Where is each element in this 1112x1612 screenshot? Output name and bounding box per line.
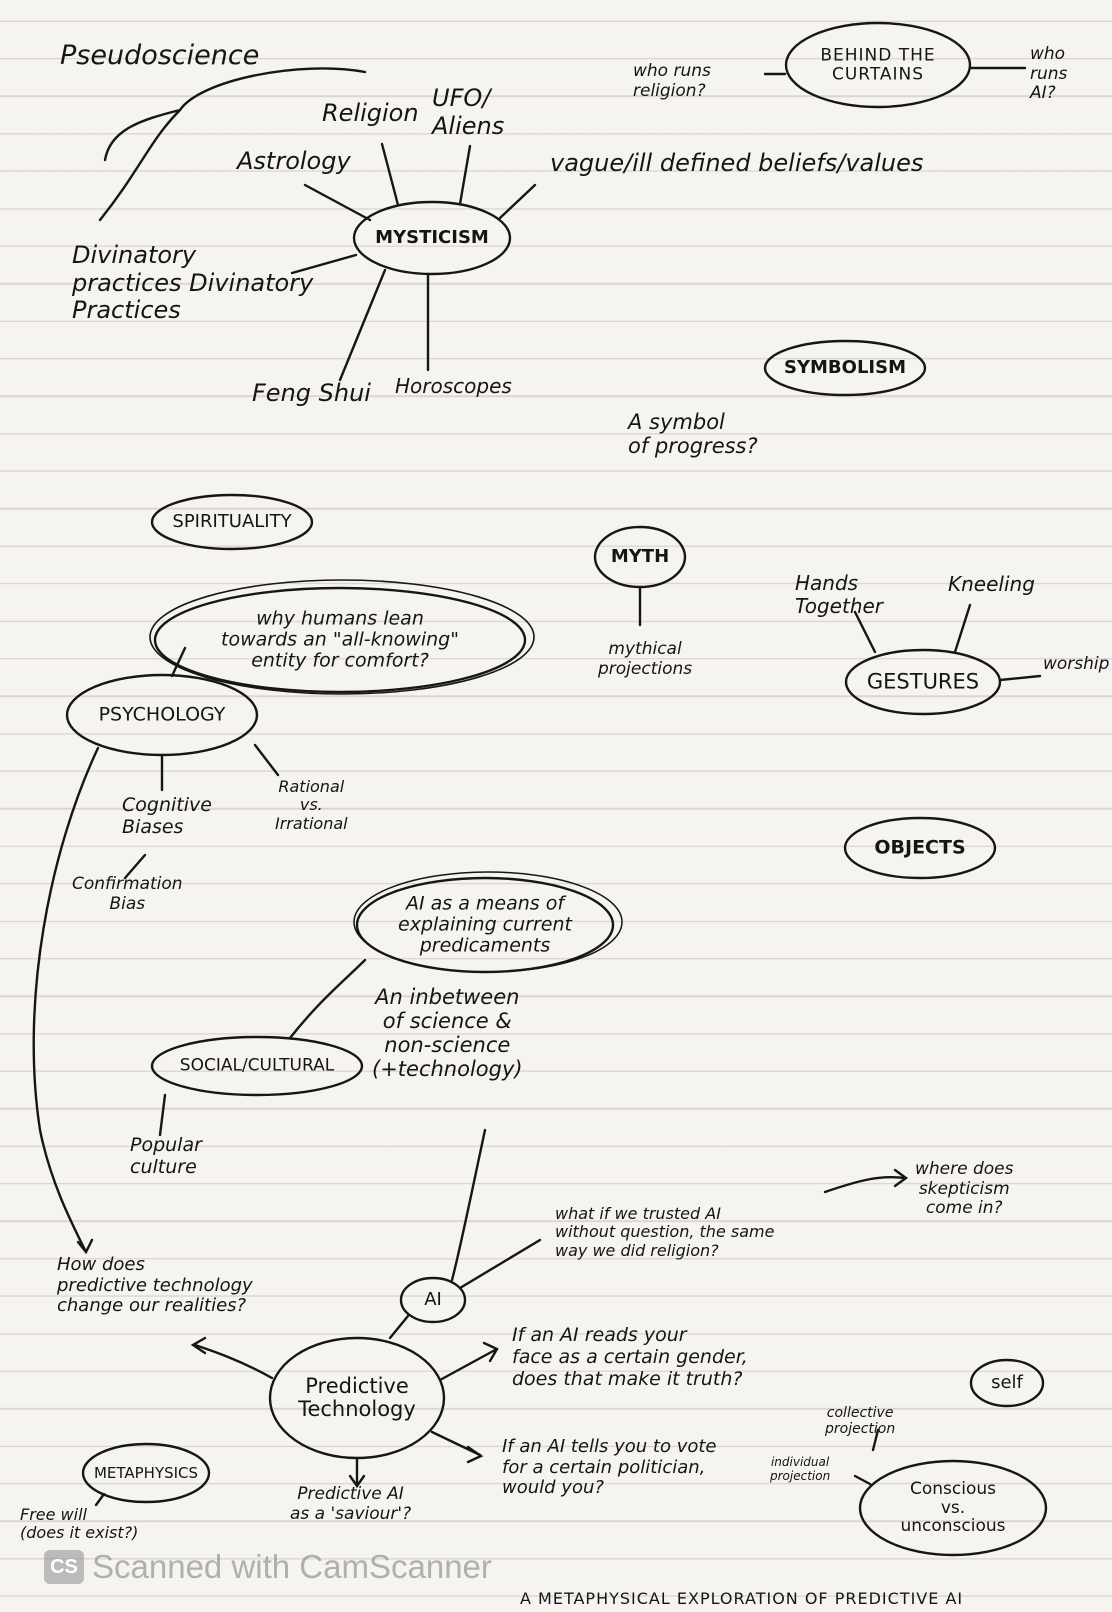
footer-caption: A METAPHYSICAL EXPLORATION OF PREDICTIVE… (520, 1589, 964, 1608)
who-runs-religion: who runs religion? (633, 61, 711, 101)
bubble-conscious (858, 1459, 1048, 1557)
camscanner-logo: CS (44, 1550, 84, 1584)
cognitive-biases: Cognitive Biases (122, 794, 212, 838)
psychology: PSYCHOLOGY (98, 703, 226, 726)
free-will: Free will (does it exist?) (20, 1505, 139, 1543)
mysticism: MYSTICISM (375, 227, 489, 249)
rational-vs-irrational: Rational vs. Irrational (275, 777, 348, 833)
bubble-gestures (844, 648, 1002, 716)
horoscopes: Horoscopes (395, 374, 512, 398)
individual-projection: individual projection (770, 1455, 831, 1483)
ai-means-of-explaining: AI as a means of explaining current pred… (398, 892, 572, 957)
what-if-trusted-ai: what if we trusted AI without question, … (555, 1204, 775, 1260)
camscanner-watermark: Scanned with CamScanner (92, 1548, 492, 1585)
conscious-vs-unconscious: Conscious vs. unconscious (900, 1478, 1006, 1537)
page-title: Pseudoscience (60, 40, 260, 71)
worship: worship (1043, 654, 1110, 674)
bubble-ai (399, 1276, 467, 1324)
ai: AI (424, 1289, 442, 1311)
popular-culture: Popular culture (130, 1134, 202, 1178)
ai-reads-your-face: If an AI reads your face as a certain ge… (512, 1324, 748, 1390)
predictive-technology: Predictive Technology (298, 1373, 416, 1421)
myth: MYTH (610, 546, 670, 568)
collective-projection: collective projection (825, 1405, 896, 1438)
bubble-metaphysics (81, 1442, 211, 1504)
metaphysics: METAPHYSICS (93, 1463, 199, 1482)
self: self (991, 1372, 1023, 1394)
bubble-symbolism (763, 339, 927, 397)
why-humans-lean: why humans lean towards an "all-knowing"… (221, 607, 459, 672)
bubble-ai-means-outer (353, 871, 623, 973)
spirituality: SPIRITUALITY (172, 511, 292, 533)
ai-vote-politician: If an AI tells you to vote for a certain… (502, 1436, 717, 1499)
behind-the-curtains: BEHIND THE CURTAINS (820, 45, 936, 84)
symbolism: SYMBOLISM (784, 357, 906, 379)
hands-together: Hands Together (795, 571, 884, 618)
religion: Religion (322, 99, 419, 127)
bubble-why-humans-lean (153, 586, 527, 694)
bubble-behind-the-curtains (784, 21, 972, 109)
bubble-mysticism (352, 200, 512, 276)
title-swoop (98, 67, 367, 222)
confirmation-bias: Confirmation Bias (72, 874, 183, 914)
where-skepticism: where does skepticism come in? (915, 1159, 1014, 1219)
bubble-spirituality (150, 493, 314, 551)
mythical-projections: mythical projections (598, 639, 693, 679)
divinatory-practices: Divinatory practices Divinatory Practice… (72, 241, 314, 325)
symbol-of-progress: A symbol of progress? (628, 410, 758, 459)
bubble-self (969, 1358, 1045, 1408)
kneeling: Kneeling (948, 572, 1035, 596)
astrology: Astrology (237, 147, 351, 175)
gestures: GESTURES (866, 669, 980, 694)
how-does-predictive-technology: How does predictive technology change ou… (57, 1254, 253, 1317)
bubble-why-humans-lean-outer (149, 579, 535, 695)
bubble-social-cultural (150, 1035, 364, 1097)
objects: OBJECTS (874, 836, 966, 859)
ufo-aliens: UFO/ Aliens (432, 84, 505, 140)
predictive-ai-saviour: Predictive AI as a 'saviour'? (290, 1484, 412, 1524)
who-runs-ai: who runs AI? (1030, 44, 1068, 104)
vague-beliefs: vague/ill defined beliefs/values (550, 149, 924, 177)
title-brace (103, 108, 182, 162)
inbetween-science: An inbetween of science & non-science (+… (372, 985, 523, 1082)
bubble-objects (843, 816, 997, 880)
feng-shui: Feng Shui (252, 379, 371, 407)
social-cultural: SOCIAL/CULTURAL (179, 1055, 335, 1076)
